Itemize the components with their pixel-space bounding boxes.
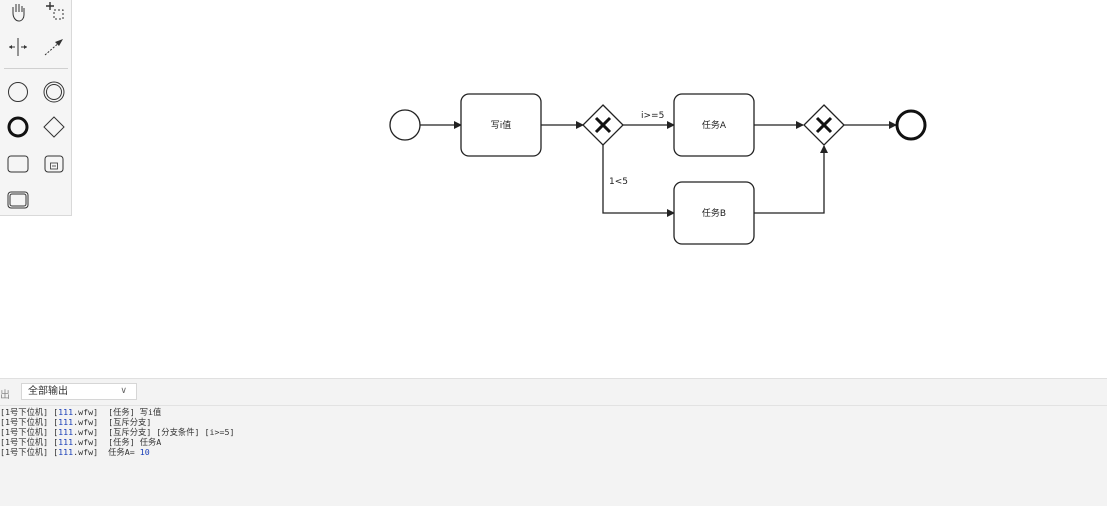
hand-tool[interactable] xyxy=(6,0,30,24)
diagram-canvas[interactable]: i>=5 1<5 写i值 任务A 任务B xyxy=(0,0,1107,378)
output-header: 出 全部输出 ∨ xyxy=(0,379,1107,406)
task-write-i[interactable]: 写i值 xyxy=(460,93,542,157)
tool-palette xyxy=(0,0,72,216)
subprocess-tool[interactable] xyxy=(42,152,66,176)
connect-arrow-icon xyxy=(44,39,63,56)
double-circle-icon xyxy=(43,81,65,103)
log-line: [1号下位机] [111.wfw] [互斥分支] [分支条件] [i>=5] xyxy=(0,427,235,437)
lasso-icon xyxy=(46,2,64,20)
exclusive-gateway-split[interactable] xyxy=(582,104,624,146)
gateway-tool[interactable] xyxy=(42,115,66,139)
task-a[interactable]: 任务A xyxy=(673,93,755,157)
call-activity-tool[interactable] xyxy=(6,188,30,212)
intermediate-event-tool[interactable] xyxy=(42,80,66,104)
task-write-i-label: 写i值 xyxy=(491,119,512,131)
task-a-label: 任务A xyxy=(702,119,727,131)
diamond-icon xyxy=(43,116,65,138)
exclusive-gateway-merge[interactable] xyxy=(803,104,845,146)
end-event-tool[interactable] xyxy=(6,115,30,139)
output-title: 出 xyxy=(0,390,10,401)
log-line: [1号下位机] [111.wfw] 任务A= 10 xyxy=(0,447,150,457)
connect-tool[interactable] xyxy=(42,35,66,59)
log-line: [1号下位机] [111.wfw] [任务] 写i值 xyxy=(0,407,162,417)
subprocess-icon xyxy=(44,155,64,173)
space-tool[interactable] xyxy=(6,35,30,59)
output-filter-value: 全部输出 xyxy=(28,386,68,397)
lasso-tool[interactable] xyxy=(42,0,66,24)
condition-label-lower[interactable]: 1<5 xyxy=(609,177,628,187)
log-line: [1号下位机] [111.wfw] [任务] 任务A xyxy=(0,437,162,447)
thick-rect-icon xyxy=(7,191,29,209)
rounded-rect-icon xyxy=(7,155,29,173)
task-tool[interactable] xyxy=(6,152,30,176)
circle-icon xyxy=(8,82,28,102)
space-icon xyxy=(9,38,27,56)
chevron-down-icon: ∨ xyxy=(120,386,127,396)
end-event[interactable] xyxy=(895,109,927,141)
condition-label-upper[interactable]: i>=5 xyxy=(641,111,664,121)
output-panel: 出 全部输出 ∨ [1号下位机] [111.wfw] [任务] 写i值 [1号下… xyxy=(0,378,1107,506)
start-event-tool[interactable] xyxy=(6,80,30,104)
task-b-label: 任务B xyxy=(702,207,726,219)
output-filter-select[interactable]: 全部输出 ∨ xyxy=(21,383,137,400)
hand-icon xyxy=(12,4,25,22)
start-event[interactable] xyxy=(389,109,421,141)
sequence-flow-gateway-to-task-b[interactable] xyxy=(602,145,675,217)
log-line: [1号下位机] [111.wfw] [互斥分支] xyxy=(0,417,152,427)
output-log[interactable]: [1号下位机] [111.wfw] [任务] 写i值 [1号下位机] [111.… xyxy=(0,407,234,457)
sequence-flow-task-b-to-merge[interactable] xyxy=(754,145,828,214)
task-b[interactable]: 任务B xyxy=(673,181,755,245)
palette-separator xyxy=(4,68,68,69)
bold-circle-icon xyxy=(7,116,29,138)
